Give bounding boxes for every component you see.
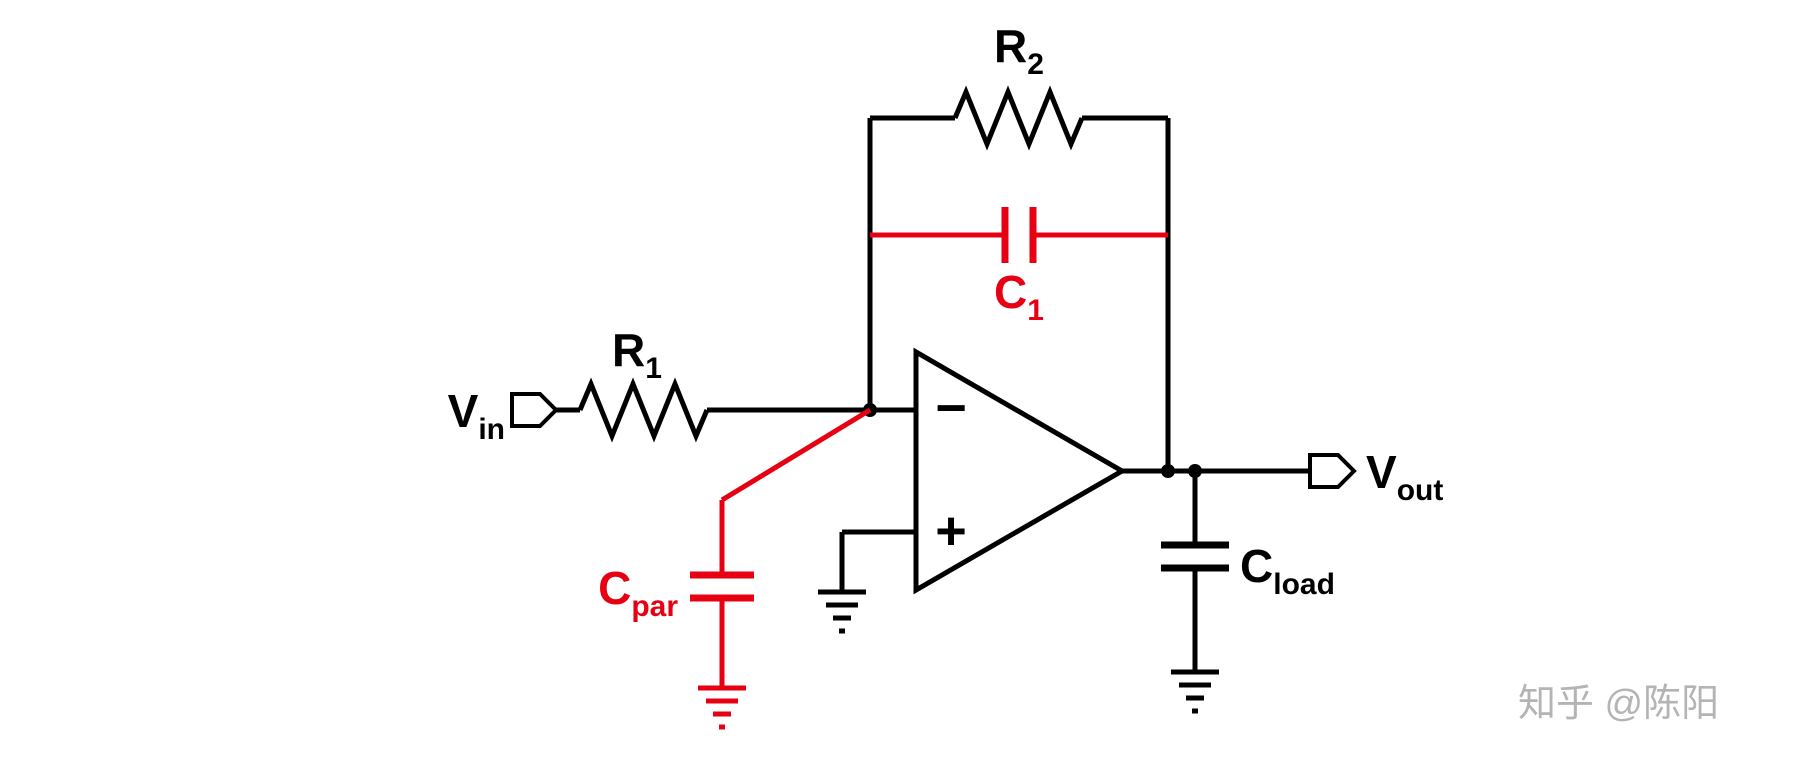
- output-branch: [1122, 453, 1357, 489]
- vout-terminal-icon: [1308, 453, 1357, 489]
- vin-terminal-icon: [510, 392, 559, 428]
- c1-label-main: C: [994, 266, 1027, 318]
- r2-resistor: [952, 85, 1085, 151]
- r1-label-sub: 1: [645, 352, 662, 385]
- vin-label-main: V: [448, 385, 479, 437]
- c1-branch: [870, 207, 1168, 263]
- cload-branch: [1161, 471, 1229, 714]
- feedback-branch: [867, 85, 1171, 471]
- cpar-ground-icon: [698, 685, 746, 730]
- cload-ground-icon: [1171, 669, 1219, 714]
- r1-label-main: R: [612, 324, 645, 376]
- cpar-label: Cpar: [598, 562, 678, 623]
- r2-label-sub: 2: [1027, 48, 1044, 81]
- cpar-label-main: C: [598, 562, 631, 614]
- opamp-inverting-input-symbol: −: [935, 378, 967, 438]
- r1-resistor: [577, 377, 710, 443]
- cload-label-sub: load: [1273, 568, 1335, 601]
- opamp: − +: [818, 347, 1127, 634]
- input-branch: [510, 377, 916, 443]
- opamp-triangle: [913, 347, 1127, 595]
- cload-label-main: C: [1240, 540, 1273, 592]
- vout-label: Vout: [1366, 446, 1443, 507]
- r1-label: R1: [612, 324, 662, 385]
- vout-label-main: V: [1366, 446, 1397, 498]
- vin-label: Vin: [448, 385, 505, 446]
- feedback-output-node-dot: [1161, 464, 1175, 478]
- cpar-branch: [690, 407, 872, 730]
- c1-label-sub: 1: [1027, 294, 1044, 327]
- vin-label-sub: in: [478, 413, 505, 446]
- watermark-text: 知乎 @陈阳: [1518, 683, 1719, 725]
- opamp-ground-icon: [818, 589, 866, 634]
- r2-label: R2: [994, 20, 1044, 81]
- cpar-diagonal-wire: [720, 407, 872, 503]
- r2-label-main: R: [994, 20, 1027, 72]
- cpar-label-sub: par: [631, 590, 678, 623]
- opamp-noninverting-input-symbol: +: [935, 501, 967, 561]
- vout-label-sub: out: [1397, 474, 1444, 507]
- c1-label: C1: [994, 266, 1044, 327]
- cload-label: Cload: [1240, 540, 1335, 601]
